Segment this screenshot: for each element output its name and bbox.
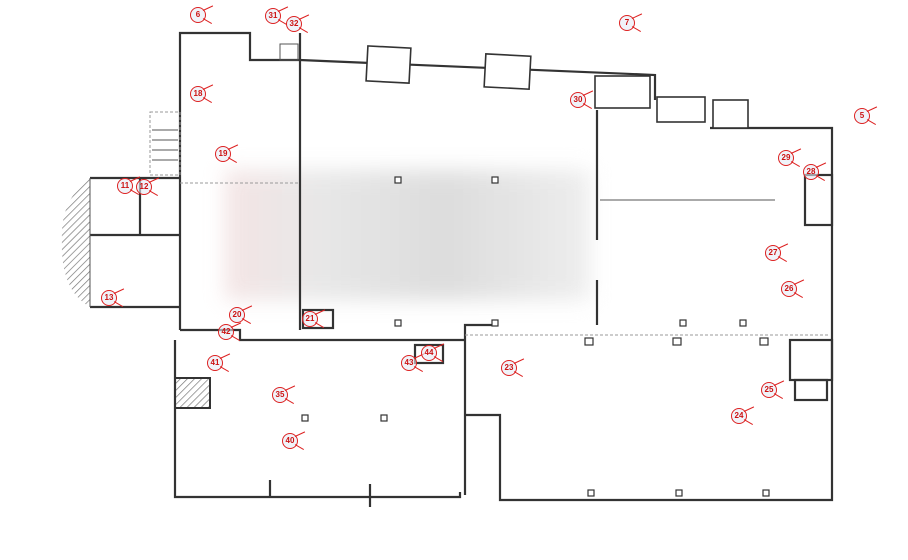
camera-marker-21[interactable]: 21: [302, 311, 318, 327]
camera-marker-6[interactable]: 6: [190, 7, 206, 23]
camera-marker-5[interactable]: 5: [854, 108, 870, 124]
camera-marker-24[interactable]: 24: [731, 408, 747, 424]
camera-marker-41[interactable]: 41: [207, 355, 223, 371]
camera-marker-26[interactable]: 26: [781, 281, 797, 297]
camera-marker-42[interactable]: 42: [218, 324, 234, 340]
stairs: [149, 111, 181, 176]
camera-marker-25[interactable]: 25: [761, 382, 777, 398]
walls: [89, 31, 834, 507]
camera-marker-20[interactable]: 20: [229, 307, 245, 323]
camera-marker-43[interactable]: 43: [401, 355, 417, 371]
camera-marker-32[interactable]: 32: [286, 16, 302, 32]
blurred-region: [225, 170, 590, 300]
camera-marker-11[interactable]: 11: [117, 178, 133, 194]
camera-marker-35[interactable]: 35: [272, 387, 288, 403]
camera-marker-44[interactable]: 44: [421, 345, 437, 361]
camera-marker-27[interactable]: 27: [765, 245, 781, 261]
columns: [301, 176, 770, 497]
camera-marker-23[interactable]: 23: [501, 360, 517, 376]
camera-marker-7[interactable]: 7: [619, 15, 635, 31]
camera-marker-13[interactable]: 13: [101, 290, 117, 306]
camera-marker-28[interactable]: 28: [803, 164, 819, 180]
camera-marker-31[interactable]: 31: [265, 8, 281, 24]
camera-marker-30[interactable]: 30: [570, 92, 586, 108]
camera-marker-18[interactable]: 18: [190, 86, 206, 102]
camera-marker-19[interactable]: 19: [215, 146, 231, 162]
camera-marker-40[interactable]: 40: [282, 433, 298, 449]
hatched-external-area: [61, 178, 90, 307]
windows: [365, 45, 749, 129]
camera-marker-29[interactable]: 29: [778, 150, 794, 166]
camera-marker-12[interactable]: 12: [136, 179, 152, 195]
